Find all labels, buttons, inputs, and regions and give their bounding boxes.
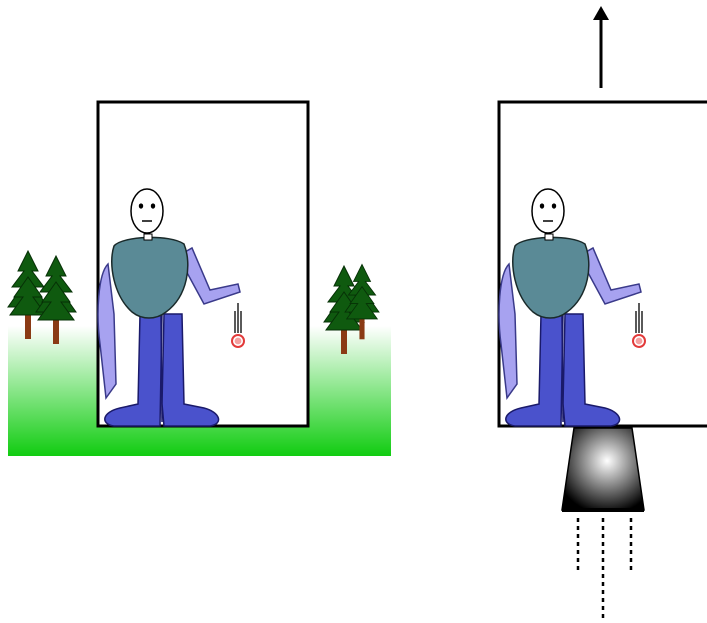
pine-tree-icon [7, 250, 49, 340]
exhaust-lines-icon [576, 518, 633, 620]
left-panel-earth-gravity [7, 100, 391, 456]
rocket-engine-icon [561, 427, 645, 512]
right-panel-rocket-acceleration [497, 6, 707, 620]
up-arrow-icon [593, 6, 609, 88]
